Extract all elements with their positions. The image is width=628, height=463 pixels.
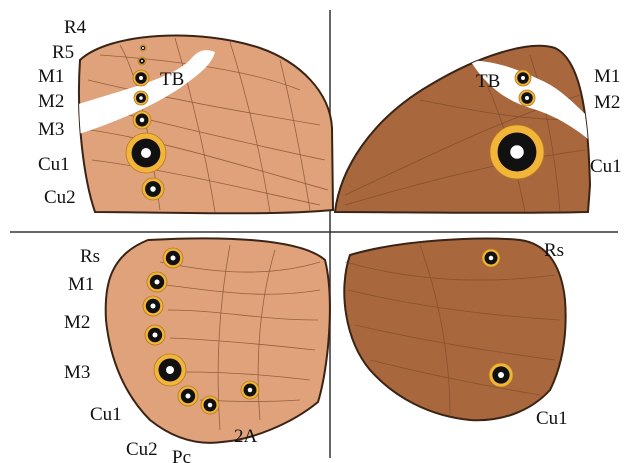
forewing-ventral-label-cu2: Cu2 xyxy=(44,187,76,208)
eyespot-hindwing-ventral-m3b xyxy=(154,354,186,386)
forewing-dorsal-label-m1: M1 xyxy=(594,66,620,87)
forewing-ventral-label-cu1: Cu1 xyxy=(38,154,70,175)
hindwing-dorsal-wing xyxy=(344,239,565,421)
eyespot-hindwing-ventral-m2 xyxy=(143,296,163,316)
forewing-ventral-label-m2: M2 xyxy=(38,91,64,112)
eyespot-hindwing-ventral-cu2 xyxy=(201,396,219,414)
forewing-ventral-panel: R4 R5 M1 M2 M3 Cu1 Cu2 TB xyxy=(38,17,333,213)
forewing-dorsal-label-cu1: Cu1 xyxy=(590,156,622,177)
eyespot-hindwing-ventral-m3 xyxy=(145,325,165,345)
hindwing-ventral-label-m3: M3 xyxy=(64,362,90,383)
eyespot-forewing-ventral-r5 xyxy=(138,57,146,65)
forewing-dorsal-band-label: TB xyxy=(476,71,500,92)
forewing-dorsal-panel: M1 M2 Cu1 TB xyxy=(335,46,622,213)
hindwing-ventral-label-m1: M1 xyxy=(68,274,94,295)
hindwing-ventral-label-m2: M2 xyxy=(64,312,90,333)
forewing-ventral-label-m3: M3 xyxy=(38,119,64,140)
hindwing-ventral-label-pc: Pc xyxy=(172,447,191,463)
forewing-dorsal-label-m2: M2 xyxy=(594,92,620,113)
eyespot-hindwing-dorsal-rs xyxy=(482,249,500,267)
eyespot-forewing-ventral-m1 xyxy=(133,70,149,86)
eyespot-hindwing-ventral-m1 xyxy=(147,272,167,292)
hindwing-ventral-label-cu1: Cu1 xyxy=(90,404,122,425)
forewing-ventral-label-m1: M1 xyxy=(38,66,64,87)
eyespot-forewing-ventral-r4 xyxy=(140,45,146,51)
eyespot-forewing-dorsal-m1 xyxy=(515,70,531,86)
eyespot-forewing-ventral-m3 xyxy=(133,111,151,129)
eyespot-forewing-ventral-m2 xyxy=(134,91,148,105)
forewing-ventral-label-r5: R5 xyxy=(52,42,74,63)
hindwing-ventral-panel: Rs M1 M2 M3 Cu1 Cu2 Pc 2A xyxy=(64,238,330,463)
eyespot-forewing-ventral-cu1 xyxy=(126,133,166,173)
forewing-ventral-band-label: TB xyxy=(160,69,184,90)
hindwing-ventral-label-2a: 2A xyxy=(234,426,258,447)
hindwing-ventral-label-cu2: Cu2 xyxy=(126,439,158,460)
eyespot-forewing-dorsal-m2 xyxy=(519,90,535,106)
forewing-dorsal-wing xyxy=(335,46,590,213)
eyespot-hindwing-ventral-cu1 xyxy=(178,386,198,406)
forewing-ventral-label-r4: R4 xyxy=(64,17,87,38)
hindwing-dorsal-panel: Rs Cu1 xyxy=(344,239,567,429)
eyespot-hindwing-ventral-rs xyxy=(163,248,183,268)
hindwing-dorsal-label-rs: Rs xyxy=(544,240,564,261)
eyespot-forewing-dorsal-cu1 xyxy=(490,125,544,179)
hindwing-dorsal-label-cu1: Cu1 xyxy=(536,408,568,429)
eyespot-hindwing-ventral-2a xyxy=(241,381,259,399)
hindwing-ventral-label-rs: Rs xyxy=(80,246,100,267)
eyespot-hindwing-dorsal-cu1 xyxy=(489,363,513,387)
eyespot-forewing-ventral-cu2 xyxy=(142,178,164,200)
